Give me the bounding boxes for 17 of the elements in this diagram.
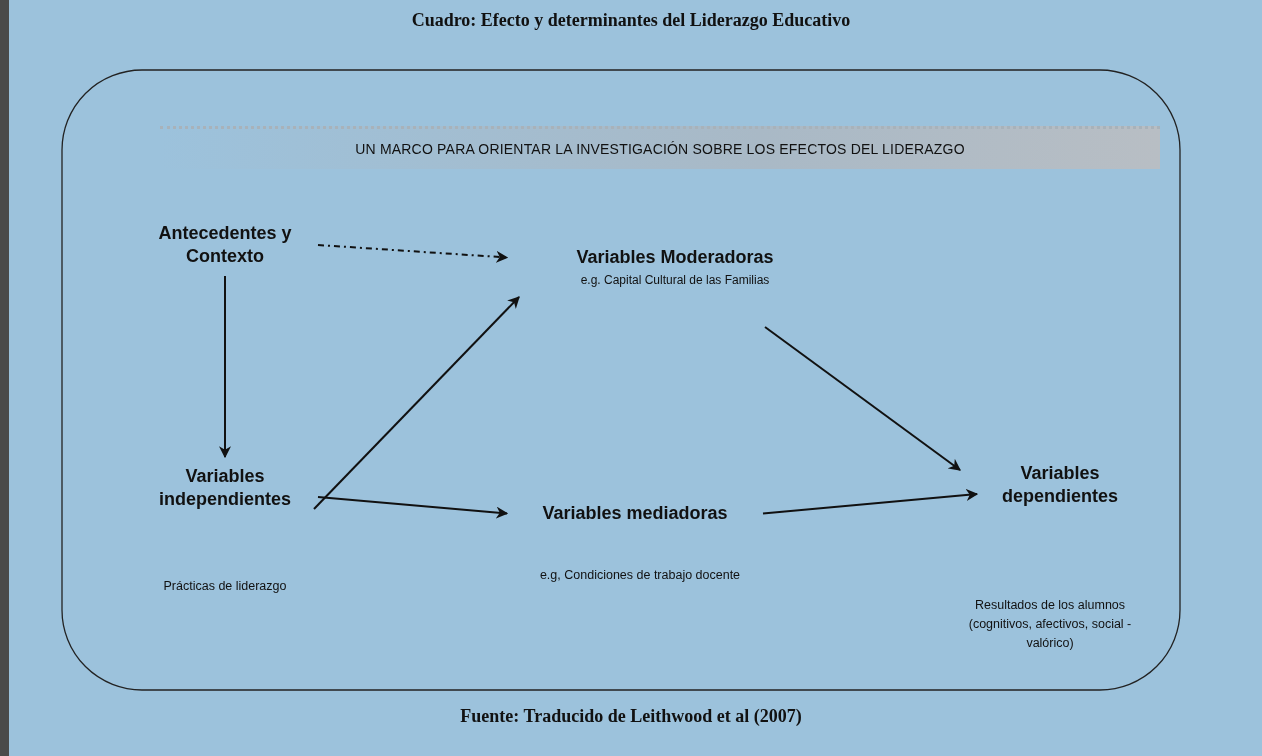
- banner: UN MARCO PARA ORIENTAR LA INVESTIGACIÓN SOBRE LOS EFECTOS DEL LIDERAZGO: [160, 126, 1160, 169]
- note-text: e.g, Condiciones de trabajo docente: [538, 567, 742, 584]
- title: Cuadro: Efecto y determinantes del Liderazgo Educativo: [410, 10, 852, 31]
- note-text: Resultados de los alumnos (cognitivos, afectivos, social -valórico): [967, 597, 1133, 652]
- node-label: Variables mediadoras: [515, 502, 755, 525]
- node-label: Variables dependientes: [985, 462, 1135, 508]
- arrow: [313, 296, 520, 510]
- node-label: Antecedentes y Contexto: [140, 222, 310, 268]
- node-label: Variables Moderadoras e.g. Capital Cultural de las Familias: [515, 246, 835, 287]
- arrow: [219, 275, 231, 459]
- arrow: [764, 326, 961, 471]
- caption: Fuente: Traducido de Leithwood et al (2007): [459, 706, 803, 727]
- arrow: [317, 244, 509, 263]
- node-label: Variables independientes: [140, 465, 310, 511]
- note-text: Prácticas de liderazgo: [162, 578, 288, 595]
- arrow: [317, 496, 509, 519]
- arrow: [762, 489, 979, 515]
